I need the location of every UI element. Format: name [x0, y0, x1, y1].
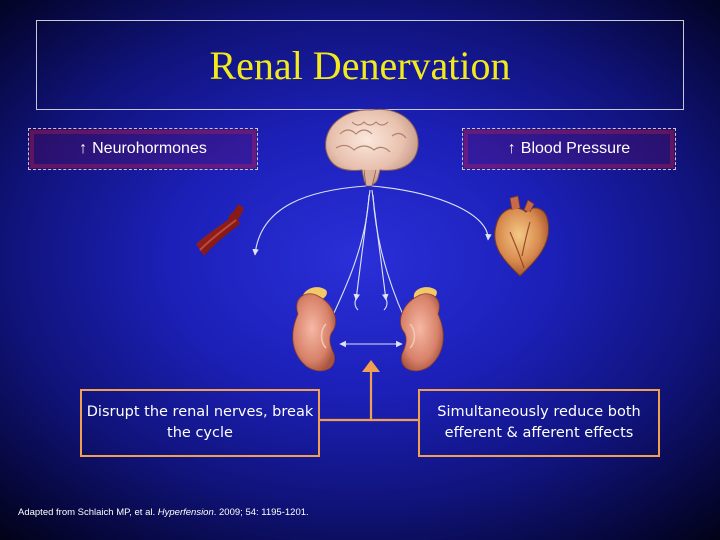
left-kidney-icon: [292, 287, 336, 372]
blood-pressure-text: Blood Pressure: [520, 140, 631, 157]
citation-prefix: Adapted from Schlaich MP, et al.: [18, 507, 158, 518]
brain-icon: [325, 108, 419, 187]
blood-pressure-label: ↑ Blood Pressure: [462, 128, 676, 170]
box-connector: [320, 360, 418, 422]
disrupt-nerves-text: Disrupt the renal nerves, break the cycl…: [86, 403, 314, 441]
up-arrow-icon: ↑: [79, 140, 88, 157]
heart-icon: [494, 195, 550, 277]
slide-title: Renal Denervation: [209, 42, 511, 88]
nerve-lines: [252, 185, 492, 348]
reduce-effects-box: Simultaneously reduce both efferent & af…: [418, 389, 660, 457]
disrupt-nerves-box: Disrupt the renal nerves, break the cycl…: [80, 389, 320, 457]
citation-suffix: . 2009; 54: 1195-1201.: [213, 507, 309, 518]
neurohormones-text: Neurohormones: [92, 140, 207, 157]
title-box: Renal Denervation: [36, 20, 684, 110]
artery-icon: [196, 204, 244, 256]
right-kidney-icon: [400, 287, 444, 372]
up-arrow-icon: ↑: [507, 140, 516, 157]
citation: Adapted from Schlaich MP, et al. Hyperfe…: [18, 507, 309, 518]
citation-journal: Hyperfension: [157, 507, 214, 518]
neurohormones-label: ↑ Neurohormones: [28, 128, 258, 170]
reduce-effects-text: Simultaneously reduce both efferent & af…: [437, 403, 641, 441]
